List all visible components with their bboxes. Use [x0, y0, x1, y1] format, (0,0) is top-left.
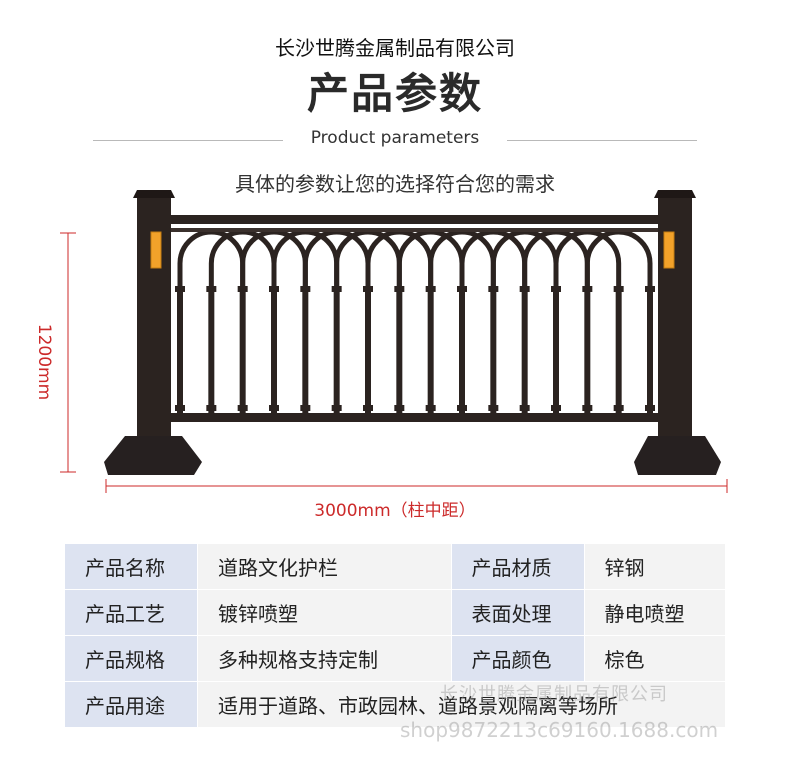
- top-rail: [160, 215, 665, 224]
- picket-collar: [331, 286, 342, 292]
- watermark-company: 长沙世腾金属制品有限公司: [440, 684, 668, 705]
- fence-arch: [240, 229, 308, 290]
- param-value: 静电喷塑: [583, 589, 727, 636]
- height-dimension-line: [60, 232, 76, 473]
- picket-collar: [457, 405, 467, 411]
- picket-collar: [488, 286, 499, 292]
- subtitle-row: Product parameters: [93, 128, 697, 152]
- right-post: [658, 198, 692, 438]
- right-post-cap: [654, 190, 696, 198]
- picket-collar: [645, 286, 655, 292]
- param-value: 锌钢: [583, 543, 727, 590]
- picket-collar: [237, 405, 248, 411]
- subtitle-divider-left: [93, 140, 283, 141]
- fence-arch: [522, 229, 590, 290]
- picket-collar: [519, 286, 530, 292]
- picket-collar: [175, 405, 185, 411]
- param-value: 适用于道路、市政园林、道路景观隔离等场所: [197, 681, 726, 728]
- picket-collar: [645, 405, 655, 411]
- param-value: 多种规格支持定制: [197, 635, 452, 682]
- picket-collar: [457, 286, 467, 292]
- bottom-rail: [160, 413, 665, 422]
- left-reflector: [150, 231, 162, 269]
- table-row: 产品工艺 镀锌喷塑 表面处理 静电喷塑: [64, 589, 727, 636]
- picket-collar: [551, 286, 561, 292]
- fence-arch: [428, 229, 496, 290]
- picket-collar: [425, 286, 436, 292]
- param-key: 产品颜色: [450, 635, 585, 682]
- width-label: 3000mm（柱中距）: [314, 501, 476, 521]
- fence-arch: [334, 229, 402, 290]
- watermark-url: shop9872213c69160.1688.com: [400, 718, 719, 742]
- picket-collar: [269, 286, 279, 292]
- picket-collar: [551, 405, 561, 411]
- picket-collar: [300, 405, 311, 411]
- picket-collar: [394, 286, 405, 292]
- param-key: 产品工艺: [64, 589, 198, 636]
- fence-illustration: [60, 190, 728, 493]
- param-key: 产品规格: [64, 635, 198, 682]
- picket-collar: [394, 405, 405, 411]
- picket-collar: [488, 405, 499, 411]
- right-base: [634, 436, 721, 475]
- picket-collar: [582, 405, 593, 411]
- page-title: 产品参数: [306, 69, 483, 118]
- picket-collar: [363, 286, 373, 292]
- picket-collar: [237, 286, 248, 292]
- fence-panel: [104, 190, 721, 475]
- subtitle-divider-right: [507, 140, 697, 141]
- param-key: 产品材质: [450, 543, 585, 590]
- picket-collar: [175, 286, 185, 292]
- picket-collar: [582, 286, 593, 292]
- param-value: 道路文化护栏: [197, 543, 452, 590]
- picket-collar: [269, 405, 279, 411]
- picket-collar: [300, 286, 311, 292]
- subtitle-english: Product parameters: [310, 128, 480, 148]
- top-rail-inner: [160, 228, 665, 232]
- height-label: 1200mm: [34, 323, 54, 401]
- table-row: 产品用途 适用于道路、市政园林、道路景观隔离等场所: [64, 681, 726, 728]
- picket-collar: [331, 405, 342, 411]
- picket-collar: [519, 405, 530, 411]
- picket-collar: [425, 405, 436, 411]
- param-key: 产品用途: [64, 681, 198, 728]
- picket-collar: [206, 405, 217, 411]
- picket-collar: [363, 405, 373, 411]
- parameter-table: 产品名称 道路文化护栏 产品材质 锌钢 产品工艺 镀锌喷塑 表面处理 静电喷塑 …: [64, 543, 727, 728]
- picket-collar: [613, 405, 624, 411]
- right-reflector: [663, 231, 675, 269]
- table-row: 产品规格 多种规格支持定制 产品颜色 棕色: [64, 635, 727, 682]
- param-key: 表面处理: [450, 589, 585, 636]
- param-value: 镀锌喷塑: [197, 589, 452, 636]
- left-post-cap: [133, 190, 175, 198]
- picket-collar: [613, 286, 624, 292]
- left-base: [104, 436, 202, 475]
- picket-collar: [206, 286, 217, 292]
- width-dimension-line: [105, 479, 728, 493]
- param-value: 棕色: [583, 635, 727, 682]
- description: 具体的参数让您的选择符合您的需求: [235, 172, 555, 196]
- param-key: 产品名称: [64, 543, 198, 590]
- company-name: 长沙世腾金属制品有限公司: [275, 36, 515, 60]
- table-row: 产品名称 道路文化护栏 产品材质 锌钢: [64, 543, 727, 590]
